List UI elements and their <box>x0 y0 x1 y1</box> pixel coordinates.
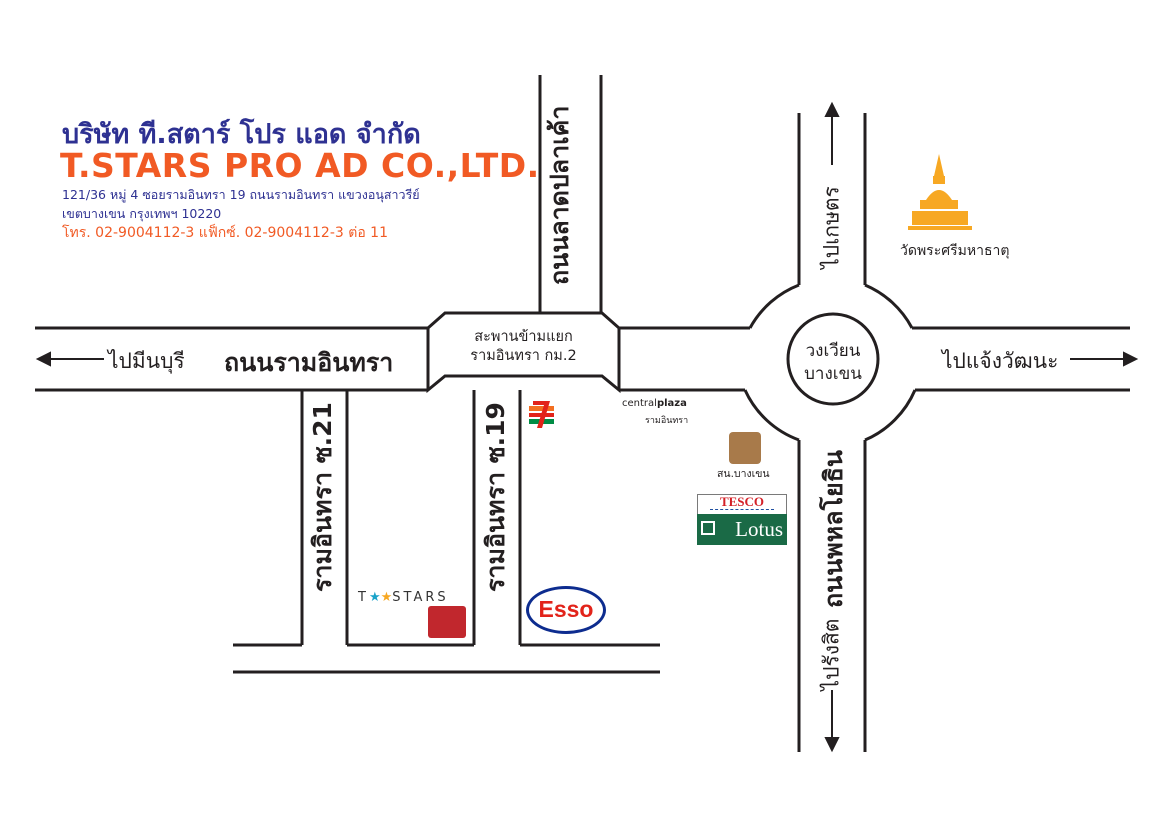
police-station-marker <box>729 432 761 464</box>
phahon-yothin-road-label: ถนนพหลโยธิน <box>819 449 848 609</box>
central-plaza-part3: za <box>674 398 687 409</box>
company-name-thai: บริษัท ที.สตาร์ โปร แอด จำกัด <box>62 119 421 150</box>
main-road-label: ถนนรามอินทรา <box>224 348 394 377</box>
roundabout-label-line2: บางเขน <box>804 364 862 384</box>
soi19-road-label: รามอินทรา ซ.19 <box>481 402 510 592</box>
esso-logo: Esso <box>526 586 606 634</box>
direction-kaset: ไปเกษตร <box>819 186 844 269</box>
seven-eleven-icon <box>527 399 556 428</box>
temple-label: วัดพระศรีมหาธาตุ <box>900 243 1010 259</box>
tstars-logo: T★★STARS <box>358 590 449 605</box>
lotus-square-icon <box>701 521 715 535</box>
tstars-t: T <box>358 590 369 605</box>
tesco-text: TESCO <box>719 494 765 509</box>
company-name-english: T.STARS PRO AD CO.,LTD. <box>60 146 540 185</box>
company-address-line2: เขตบางเขน กรุงเทพฯ 10220 <box>62 206 222 221</box>
central-plaza-part1: central <box>622 398 657 409</box>
lotus-box: Lotus <box>697 514 787 545</box>
tstars-star-icon: ★ <box>368 590 381 605</box>
esso-text: Esso <box>538 596 594 622</box>
circle-arc-sw <box>743 389 800 442</box>
arrow-up-head <box>824 101 840 117</box>
tstars-star-icon-2: ★ <box>380 590 393 605</box>
company-phone: โทร. 02-9004112-3 แฟ็กซ์. 02-9004112-3 ต… <box>62 225 388 241</box>
arrow-down-head <box>824 737 840 753</box>
bridge-label-line2: รามอินทรา กม.2 <box>470 348 577 364</box>
soi21-road-label: รามอินทรา ซ.21 <box>308 402 337 592</box>
lat-pla-khao-road-label: ถนนลาดปลาเค้า <box>545 105 574 285</box>
central-plaza-logo: centralplaza <box>622 398 687 409</box>
lotus-text: Lotus <box>735 517 783 541</box>
bridge-sign-shape <box>426 311 621 394</box>
arrow-left-head <box>35 351 51 367</box>
circle-arc-ne <box>864 283 914 329</box>
tstars-rest: STARS <box>392 590 449 605</box>
bridge-label-line1: สะพานข้ามแยก <box>474 329 573 345</box>
tesco-lotus-logo: TESCO Lotus <box>697 494 787 545</box>
roundabout-label-line1: วงเวียน <box>805 341 861 361</box>
circle-arc-se <box>864 389 917 442</box>
direction-chaengwattana: ไปแจ้งวัฒนะ <box>942 349 1059 373</box>
tesco-stripes <box>710 509 774 513</box>
tstars-office-marker <box>428 606 466 638</box>
company-address-line1: 121/36 หมู่ 4 ซอยรามอินทรา 19 ถนนรามอินท… <box>62 187 420 202</box>
central-plaza-part2: pla <box>656 398 675 409</box>
tesco-top: TESCO <box>697 494 787 514</box>
direction-minburi: ไปมีนบุรี <box>108 349 185 373</box>
central-plaza-sub: รามอินทรา <box>645 416 689 426</box>
circle-arc-nw <box>748 283 800 329</box>
temple-stupa-icon <box>908 154 972 230</box>
arrow-right-head <box>1123 351 1139 367</box>
roundabout-inner-circle <box>786 312 880 406</box>
police-station-label: สน.บางเขน <box>717 468 770 480</box>
direction-rangsit: ไปรังสิต <box>819 618 844 691</box>
